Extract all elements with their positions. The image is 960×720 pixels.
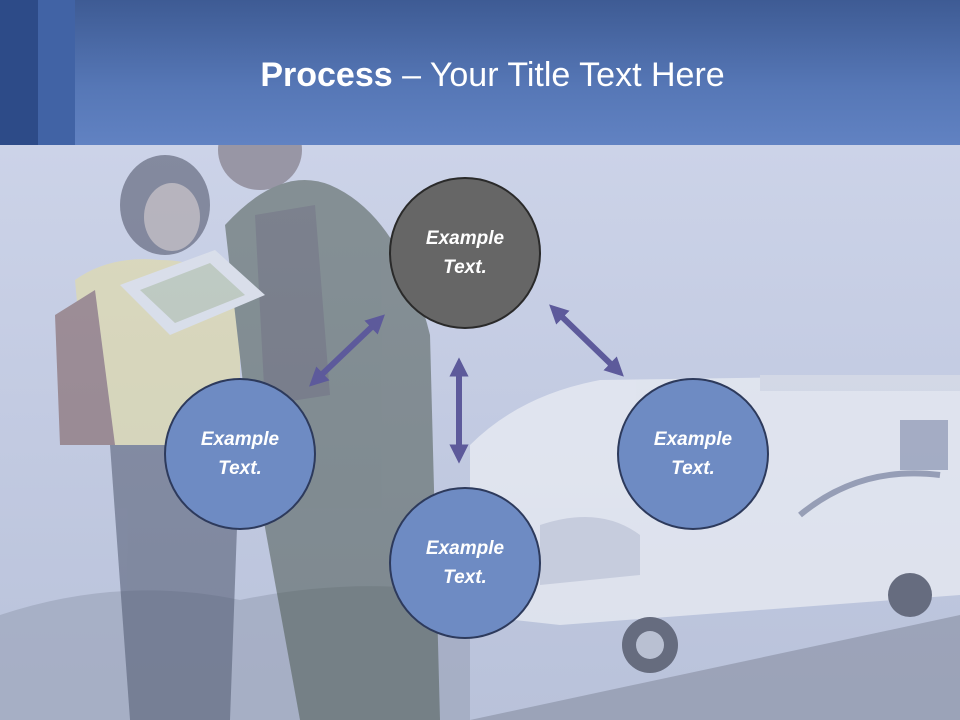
header-accent-stripe: [38, 0, 75, 145]
process-node-left[interactable]: Example Text.: [164, 378, 316, 530]
title-bold: Process: [260, 56, 393, 94]
header-band: Process – Your Title Text Here: [0, 0, 960, 145]
title-rest: – Your Title Text Here: [392, 56, 725, 94]
header-accent-stripe: [0, 0, 38, 145]
process-node-top[interactable]: Example Text.: [389, 177, 541, 329]
process-node-bottom[interactable]: Example Text.: [389, 487, 541, 639]
node-label: Example Text.: [425, 538, 505, 588]
process-node-right[interactable]: Example Text.: [617, 378, 769, 530]
node-label: Example Text.: [200, 429, 280, 479]
double-arrow-icon: [309, 314, 385, 387]
double-arrow-icon: [549, 304, 624, 377]
slide-title[interactable]: Process – Your Title Text Here: [0, 54, 960, 96]
node-label: Example Text.: [653, 429, 733, 479]
node-label: Example Text.: [425, 228, 505, 278]
